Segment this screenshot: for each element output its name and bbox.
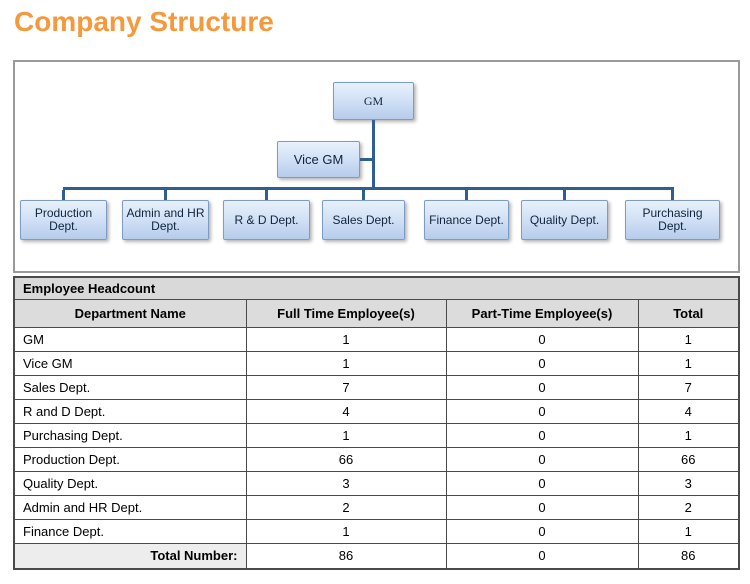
department-cell: Quality Dept. (13, 470, 247, 496)
org-node-department-label: R & D Dept. (234, 212, 299, 227)
table-row: R and D Dept. 4 0 4 (13, 398, 740, 424)
total-cell: 66 (637, 446, 740, 472)
table-row: Purchasing Dept. 1 0 1 (13, 422, 740, 448)
table-row: Admin and HR Dept. 2 0 2 (13, 494, 740, 520)
connector-dept-stub (265, 190, 268, 201)
full-time-cell: 1 (245, 326, 447, 352)
org-node-gm: GM (333, 82, 414, 120)
part-time-cell: 0 (445, 518, 639, 544)
total-cell: 4 (637, 398, 740, 424)
column-header-total: Total (637, 298, 740, 328)
table-row: Finance Dept. 1 0 1 (13, 518, 740, 544)
employee-headcount-table: Employee Headcount Department Name Full … (13, 276, 741, 570)
part-time-cell: 0 (445, 494, 639, 520)
department-cell: Sales Dept. (13, 374, 247, 400)
part-time-cell: 0 (445, 350, 639, 376)
connector-gm-vertical (372, 120, 375, 190)
connector-dept-stub (362, 190, 365, 201)
full-time-cell: 1 (245, 518, 447, 544)
org-node-department: Production Dept. (20, 200, 107, 240)
org-node-department-label: Quality Dept. (529, 212, 600, 227)
table-section-title: Employee Headcount (13, 276, 740, 300)
table-header-row: Department Name Full Time Employee(s) Pa… (13, 298, 740, 328)
total-full-time-cell: 86 (245, 542, 447, 570)
part-time-cell: 0 (445, 422, 639, 448)
department-cell: R and D Dept. (13, 398, 247, 424)
page-title: Company Structure (14, 6, 274, 37)
full-time-cell: 66 (245, 446, 447, 472)
org-node-department-label: Production Dept. (34, 206, 93, 233)
connector-horizontal (63, 187, 674, 190)
total-cell: 1 (637, 422, 740, 448)
total-label-cell: Total Number: (13, 542, 247, 570)
table-row: GM 1 0 1 (13, 326, 740, 352)
connector-vicegm-stub (360, 158, 373, 161)
part-time-cell: 0 (445, 398, 639, 424)
total-cell: 1 (637, 326, 740, 352)
full-time-cell: 2 (245, 494, 447, 520)
connector-dept-stub (164, 190, 167, 201)
org-node-department-label: Sales Dept. (332, 212, 395, 227)
full-time-cell: 1 (245, 422, 447, 448)
total-total-cell: 86 (637, 542, 740, 570)
org-node-department: Admin and HR Dept. (122, 200, 209, 240)
org-chart: GM Vice GM Production Dept. Admin and HR… (13, 60, 740, 273)
part-time-cell: 0 (445, 470, 639, 496)
org-node-department: Purchasing Dept. (625, 200, 720, 240)
department-cell: GM (13, 326, 247, 352)
full-time-cell: 1 (245, 350, 447, 376)
department-cell: Production Dept. (13, 446, 247, 472)
org-node-department: Quality Dept. (521, 200, 608, 240)
connector-dept-stub (671, 190, 674, 201)
department-cell: Vice GM (13, 350, 247, 376)
total-cell: 3 (637, 470, 740, 496)
org-node-department: Sales Dept. (322, 200, 405, 240)
org-node-department-label: Admin and HR Dept. (126, 206, 205, 233)
part-time-cell: 0 (445, 374, 639, 400)
full-time-cell: 4 (245, 398, 447, 424)
column-header-full-time: Full Time Employee(s) (245, 298, 447, 328)
table-row: Production Dept. 66 0 66 (13, 446, 740, 472)
table-row: Vice GM 1 0 1 (13, 350, 740, 376)
column-header-department: Department Name (13, 298, 247, 328)
table-row: Quality Dept. 3 0 3 (13, 470, 740, 496)
column-header-part-time: Part-Time Employee(s) (445, 298, 639, 328)
table-section-row: Employee Headcount (13, 276, 740, 300)
org-node-vice-gm-label: Vice GM (293, 152, 344, 167)
full-time-cell: 7 (245, 374, 447, 400)
org-node-gm-label: GM (363, 93, 384, 108)
org-node-department-label: Purchasing Dept. (642, 206, 703, 233)
department-cell: Admin and HR Dept. (13, 494, 247, 520)
org-node-department: Finance Dept. (424, 200, 509, 240)
total-cell: 2 (637, 494, 740, 520)
connector-dept-stub (62, 190, 65, 201)
total-cell: 1 (637, 350, 740, 376)
department-cell: Finance Dept. (13, 518, 247, 544)
part-time-cell: 0 (445, 446, 639, 472)
department-cell: Purchasing Dept. (13, 422, 247, 448)
connector-dept-stub (465, 190, 468, 201)
full-time-cell: 3 (245, 470, 447, 496)
org-node-department: R & D Dept. (223, 200, 310, 240)
total-part-time-cell: 0 (445, 542, 639, 570)
table-row: Sales Dept. 7 0 7 (13, 374, 740, 400)
part-time-cell: 0 (445, 326, 639, 352)
org-node-vice-gm: Vice GM (277, 141, 360, 178)
total-cell: 1 (637, 518, 740, 544)
table-total-row: Total Number: 86 0 86 (13, 542, 740, 570)
connector-dept-stub (563, 190, 566, 201)
total-cell: 7 (637, 374, 740, 400)
org-node-department-label: Finance Dept. (429, 212, 504, 227)
org-department-row: Production Dept. Admin and HR Dept. R & … (15, 200, 738, 242)
